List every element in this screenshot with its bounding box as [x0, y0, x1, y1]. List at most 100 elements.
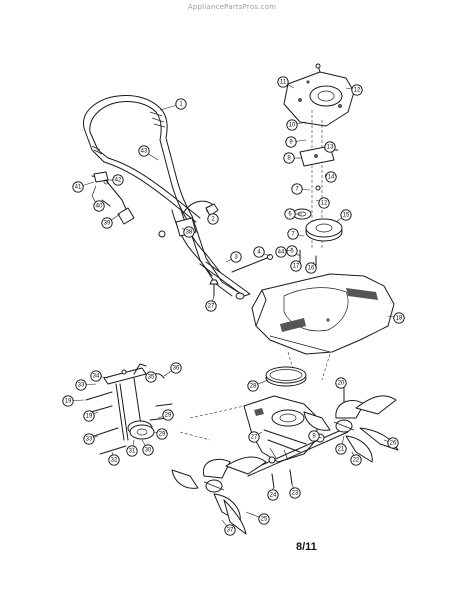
callout-38: 38 [181, 226, 195, 238]
callout-15: 15 [335, 209, 352, 223]
callout-label: 22 [353, 457, 360, 463]
callout-6: 6 [284, 208, 302, 220]
callout-circle [289, 487, 301, 499]
callout-label: 34 [93, 373, 100, 379]
callout-label: 13 [327, 144, 334, 150]
transmission-assembly [179, 366, 349, 489]
callout-circle [183, 226, 195, 238]
callout-circle [62, 395, 74, 407]
callout-circle [393, 312, 405, 324]
callout-label: 11 [280, 79, 287, 85]
callout-22: 22 [350, 451, 362, 466]
callout-label: 23 [292, 490, 299, 496]
callout-circle [291, 183, 303, 195]
page-number: 8/11 [296, 541, 317, 553]
callout-label: 41 [75, 184, 82, 190]
callout-27a: 27 [205, 295, 217, 312]
callout-label: 38 [186, 229, 193, 235]
callout-28: 28 [247, 379, 269, 392]
callout-circle [275, 246, 287, 258]
callout-circle [83, 433, 95, 445]
callout-3: 3 [225, 251, 242, 263]
callout-circle [253, 246, 265, 258]
callout-24: 24 [267, 488, 279, 501]
callout-label: 26 [390, 440, 397, 446]
callout-circle [335, 443, 347, 455]
callout-circle [285, 136, 297, 148]
tines-right [303, 395, 399, 463]
callout-circle [305, 262, 317, 274]
callout-circle [170, 362, 182, 374]
callout-label: 29 [159, 431, 166, 437]
callout-33b: 33 [75, 379, 97, 391]
callout-19a: 19 [62, 395, 85, 407]
callout-circle [72, 181, 84, 193]
callout-label: 36 [173, 365, 180, 371]
callout-circle [247, 380, 259, 392]
callout-12a: 12 [345, 84, 363, 96]
callout-label: 42 [115, 177, 122, 183]
callout-29b: 29 [153, 428, 168, 440]
callout-circle [258, 513, 270, 525]
callout-29a: 29 [157, 409, 174, 421]
callout-37: 37 [221, 519, 236, 536]
callout-circle [205, 300, 217, 312]
callout-label: 31 [129, 448, 136, 454]
callout-circle [267, 489, 279, 501]
callout-label: 18 [396, 315, 403, 321]
callout-39: 39 [101, 213, 121, 229]
callout-40: 40 [93, 200, 105, 212]
callout-label: 10 [289, 122, 296, 128]
callout-circle [142, 444, 154, 456]
callout-16: 16 [305, 261, 317, 274]
callout-circle [224, 524, 236, 536]
callout-44: 44 [275, 246, 293, 258]
callout-label: 19 [86, 413, 93, 419]
callout-circle [351, 84, 363, 96]
callout-label: 33 [78, 382, 85, 388]
callout-circle [387, 437, 399, 449]
callout-circle [156, 428, 168, 440]
callout-label: 35 [148, 374, 155, 380]
callout-12b: 12 [315, 197, 330, 209]
callout-circle [340, 209, 352, 221]
callout-label: 27 [208, 303, 215, 309]
callout-35: 35 [145, 371, 157, 383]
callout-13: 13 [323, 141, 336, 153]
callout-34: 34 [90, 370, 109, 382]
callout-36: 36 [163, 362, 182, 377]
callout-circle [283, 152, 295, 164]
callout-label: 25 [261, 516, 268, 522]
callout-circle [284, 208, 296, 220]
callout-circle [90, 370, 102, 382]
callout-label: 4 [257, 249, 261, 255]
callout-label: 37 [227, 527, 234, 533]
callout-circle [230, 251, 242, 263]
callout-30: 30 [141, 439, 154, 456]
callout-circle [318, 197, 330, 209]
callout-label: 39 [104, 220, 111, 226]
callout-label: 6 [288, 211, 292, 217]
callout-label: 44 [278, 249, 285, 255]
callout-circle [290, 260, 302, 272]
callout-label: 24 [270, 492, 277, 498]
callout-label: 30 [145, 447, 152, 453]
callout-41: 41 [72, 181, 95, 193]
callout-circle [286, 119, 298, 131]
idler-bracket-assembly [83, 363, 173, 455]
callout-9b: 9 [308, 430, 323, 442]
engine-mount-assembly [283, 63, 355, 269]
callout-label: 28 [250, 383, 257, 389]
callout-20: 20 [335, 377, 347, 389]
callout-label: 2 [211, 216, 215, 222]
callout-circle [138, 145, 150, 157]
callout-circle [126, 445, 138, 457]
callout-label: 20 [338, 380, 345, 386]
callout-circle [162, 409, 174, 421]
callout-7b: 7 [287, 228, 305, 240]
callout-circle [325, 171, 337, 183]
callout-7a: 7 [291, 183, 311, 195]
callout-label: 1 [179, 101, 183, 107]
callout-circle [75, 379, 87, 391]
